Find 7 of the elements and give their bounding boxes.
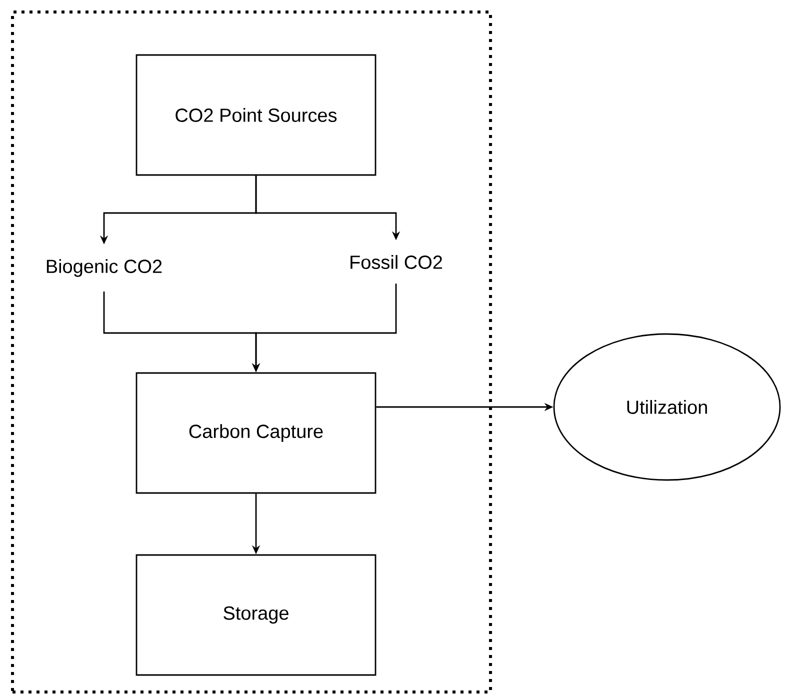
process-box: CO2 Point Sources xyxy=(136,54,376,176)
text-label: Fossil CO2 xyxy=(350,255,442,269)
process-box: Storage xyxy=(136,554,376,676)
ellipse-node: Utilization xyxy=(553,333,781,481)
process-box: Carbon Capture xyxy=(136,372,376,494)
dotted-frame xyxy=(11,10,492,694)
text-label: Biogenic CO2 xyxy=(46,259,162,277)
